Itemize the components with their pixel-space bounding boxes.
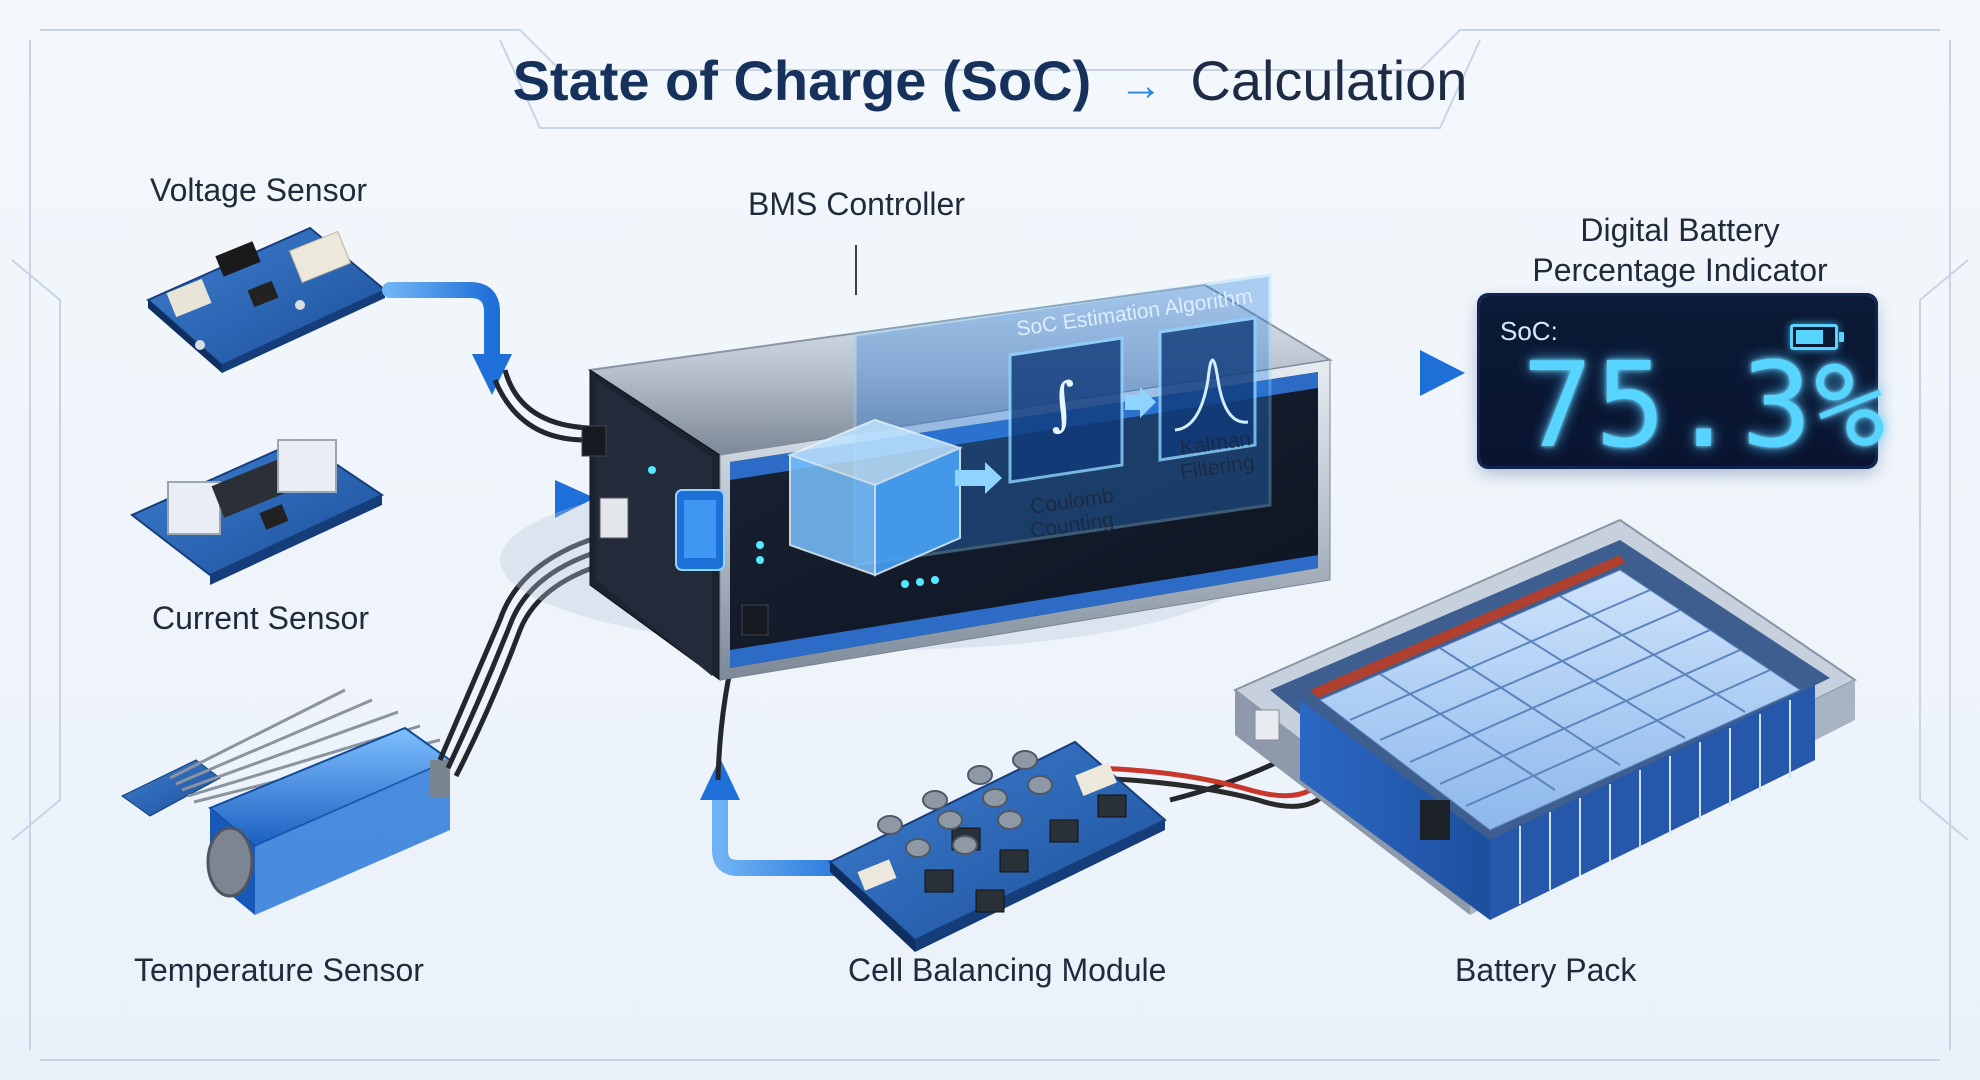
voltage-sensor-board bbox=[146, 226, 387, 373]
soc-display-label: SoC: bbox=[1500, 316, 1558, 346]
label-voltage-sensor: Voltage Sensor bbox=[150, 172, 368, 208]
battery-level-fill bbox=[1796, 330, 1823, 344]
battery-cells-side bbox=[1300, 685, 1815, 920]
label-cell-balancing-module: Cell Balancing Module bbox=[848, 952, 1167, 988]
soc-display-panel: SoC: 75.3% bbox=[1480, 296, 1885, 474]
label-battery-pack: Battery Pack bbox=[1455, 952, 1637, 988]
current-sensor-board bbox=[130, 438, 385, 585]
battery-pack bbox=[1233, 518, 1857, 920]
label-digital-indicator-line2: Percentage Indicator bbox=[1532, 252, 1828, 288]
label-digital-indicator-line1: Digital Battery bbox=[1580, 212, 1780, 248]
frame-border bbox=[11, 29, 1969, 1061]
title-main: State of Charge (SoC) bbox=[512, 49, 1092, 112]
title-suffix: Calculation bbox=[1190, 49, 1468, 112]
soc-display-value: 75.3% bbox=[1522, 336, 1888, 474]
label-current-sensor: Current Sensor bbox=[152, 600, 369, 636]
label-bms-controller: BMS Controller bbox=[748, 186, 965, 222]
label-temperature-sensor: Temperature Sensor bbox=[134, 952, 424, 988]
temperature-sensor-device bbox=[121, 688, 453, 915]
cell-balancing-board bbox=[828, 740, 1167, 952]
title-arrow: → bbox=[1118, 61, 1163, 110]
cables bbox=[437, 369, 1322, 803]
page-title: State of Charge (SoC) → Calculation bbox=[0, 48, 1980, 113]
battery-level-icon bbox=[1790, 324, 1844, 350]
battery-cells-top bbox=[1319, 569, 1802, 831]
bms-controller-box bbox=[500, 245, 1333, 681]
flow-arrows bbox=[374, 282, 1465, 876]
